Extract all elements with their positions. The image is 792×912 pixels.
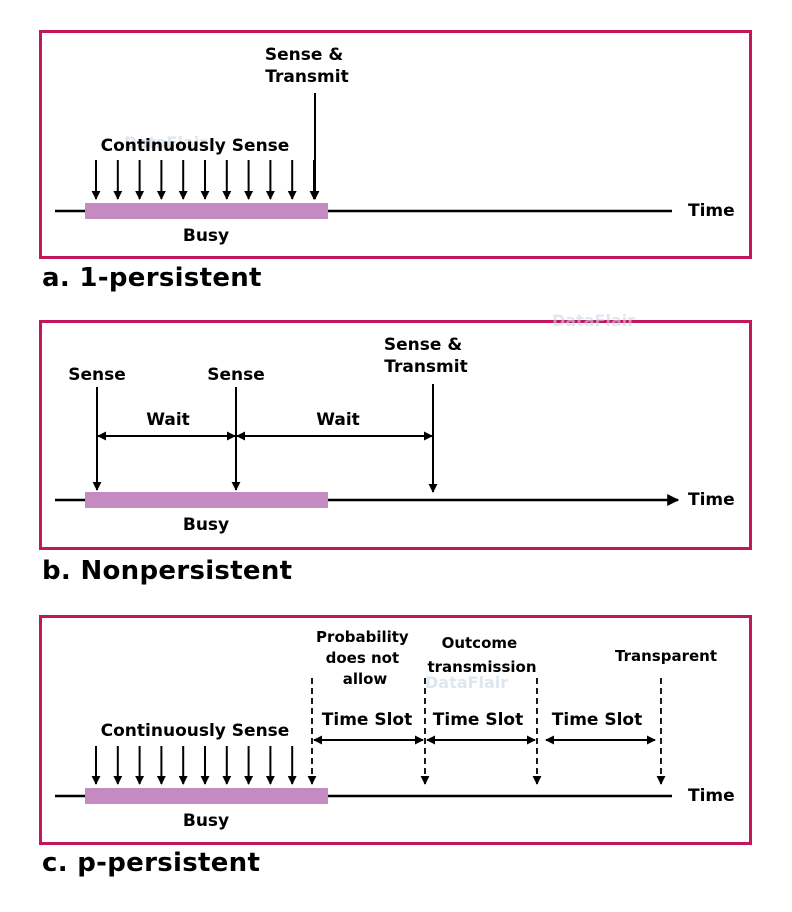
busy-label-b: Busy: [183, 515, 229, 535]
diagram-1-persistent: Sense & Transmit Continuously Sense Busy…: [55, 45, 735, 246]
panel-1-persistent: [39, 30, 752, 259]
wait-label-b2: Wait: [316, 410, 360, 430]
diagram-nonpersistent: Sense Sense Sense & Transmit Wait Wait B…: [55, 335, 735, 535]
caption-nonpersistent: b. Nonpersistent: [42, 556, 293, 586]
busy-label-c: Busy: [183, 811, 229, 831]
time-label-c: Time: [688, 786, 735, 806]
diagram-p-persistent: Time Slot Time Slot Time Slot Probabilit…: [55, 628, 735, 831]
time-label-b: Time: [688, 490, 735, 510]
caption-1-persistent: a. 1-persistent: [42, 263, 262, 293]
sense-label-b1: Sense: [68, 365, 126, 385]
sense-transmit-label-b: Sense & Transmit: [384, 335, 468, 377]
continuously-sense-label-a: Continuously Sense: [101, 136, 290, 156]
time-slot-label-1: Time Slot: [322, 710, 412, 730]
panel-nonpersistent: [39, 320, 752, 550]
time-slot-label-3: Time Slot: [552, 710, 642, 730]
busy-bar-a: [85, 203, 328, 219]
panel-p-persistent: [39, 615, 752, 845]
sense-transmit-label-a: Sense & Transmit: [265, 45, 349, 87]
watermark-b: DataFlair: [552, 311, 635, 330]
sense-label-b2: Sense: [207, 365, 265, 385]
watermark-a: DataFlair: [124, 133, 207, 152]
probability-label: Probability does not allow: [316, 628, 414, 688]
busy-bar-b: [85, 492, 328, 508]
caption-p-persistent: c. p-persistent: [42, 848, 261, 878]
time-slot-label-2: Time Slot: [433, 710, 523, 730]
continuously-sense-label-c: Continuously Sense: [101, 721, 290, 741]
sense-arrows-c: [91, 746, 297, 785]
busy-bar-c: [85, 788, 328, 804]
sense-arrows-a: [91, 160, 319, 200]
busy-label-a: Busy: [183, 226, 229, 246]
time-label-a: Time: [688, 201, 735, 221]
outcome-label: Outcome transmission: [427, 634, 536, 676]
watermark-c: DataFlair: [425, 673, 508, 692]
transparent-label: Transparent: [615, 647, 717, 665]
wait-label-b1: Wait: [146, 410, 190, 430]
